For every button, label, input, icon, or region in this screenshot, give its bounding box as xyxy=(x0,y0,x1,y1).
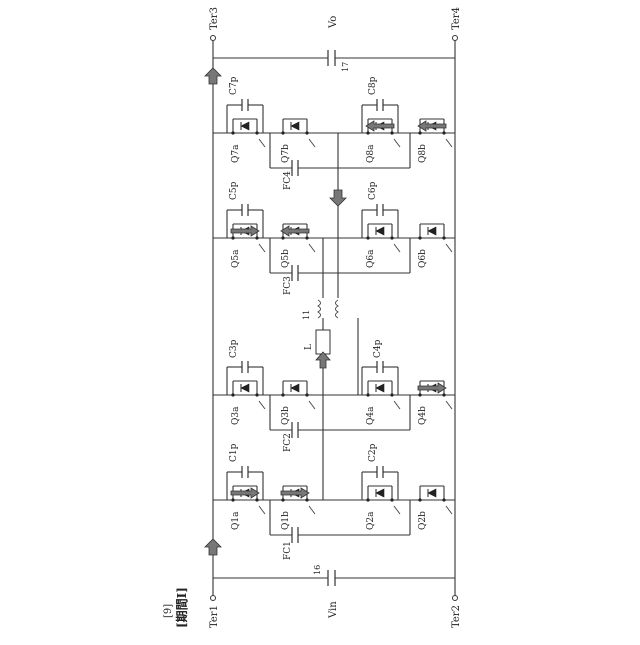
switch-q6a xyxy=(362,204,400,252)
switch-label-q3a: Q3a xyxy=(231,406,241,425)
left-bridge-wiring xyxy=(213,318,455,543)
switch-label-q6b: Q6b xyxy=(418,249,428,268)
svg-text:11: 11 xyxy=(302,310,311,320)
switch-label-q8b: Q8b xyxy=(418,144,428,163)
terminal-ter3: Ter3 xyxy=(209,7,220,40)
svg-text:17: 17 xyxy=(341,62,350,72)
switch-q2a xyxy=(362,466,400,514)
rail-current-arrow-out xyxy=(205,68,221,84)
switch-q5a xyxy=(227,204,265,252)
cap-label-c5p: C5p xyxy=(229,181,239,200)
input-capacitor-16: 16 xyxy=(213,565,455,586)
switch-label-q3b: Q3b xyxy=(281,406,291,425)
period-label: [期間I] xyxy=(174,587,189,628)
switch-label-q5a: Q5a xyxy=(231,249,241,268)
svg-text:Ter4: Ter4 xyxy=(451,7,462,30)
switch-label-q1b: Q1b xyxy=(281,511,291,530)
switch-q3a xyxy=(227,361,265,409)
flying-cap-label-fc1: FC1 xyxy=(283,541,293,560)
output-capacitor-17: 17 xyxy=(213,50,455,72)
switch-label-q4a: Q4a xyxy=(366,406,376,425)
figure-number: [9] xyxy=(163,604,174,618)
svg-text:Ter2: Ter2 xyxy=(451,605,462,628)
flying-cap-label-fc3: FC3 xyxy=(283,276,293,295)
switch-label-q6a: Q6a xyxy=(366,249,376,268)
svg-text:16: 16 xyxy=(313,565,322,575)
center-current-arrow xyxy=(330,190,346,206)
switch-label-q4b: Q4b xyxy=(418,406,428,425)
switch-label-q7a: Q7a xyxy=(231,144,241,163)
cap-label-c4p: C4p xyxy=(373,339,383,358)
switch-label-q2a: Q2a xyxy=(366,511,376,530)
switch-q1a xyxy=(227,466,265,514)
transformer-11: 11 xyxy=(302,300,338,320)
terminal-ter2: Ter2 xyxy=(451,596,462,629)
flying-cap-label-fc4: FC4 xyxy=(283,171,293,190)
rail-current-arrow-in xyxy=(205,539,221,555)
inductor-label: L xyxy=(304,344,314,350)
switch-label-q5b: Q5b xyxy=(281,249,291,268)
switch-label-q7b: Q7b xyxy=(281,144,291,163)
switch-label-q2b: Q2b xyxy=(418,511,428,530)
cap-label-c7p: C7p xyxy=(229,76,239,95)
vin-label: Vin xyxy=(328,601,339,619)
switch-label-q1a: Q1a xyxy=(231,511,241,530)
flying-cap-label-fc2: FC2 xyxy=(283,433,293,452)
cap-label-c3p: C3p xyxy=(229,339,239,358)
cap-label-c1p: C1p xyxy=(229,443,239,462)
switch-q8a xyxy=(362,99,400,147)
terminal-ter4: Ter4 xyxy=(451,7,462,40)
terminal-ter1: Ter1 xyxy=(209,596,220,629)
vo-label: Vo xyxy=(328,16,339,29)
switch-q7a xyxy=(227,99,265,147)
cap-label-c2p: C2p xyxy=(368,443,378,462)
switch-label-q8a: Q8a xyxy=(366,144,376,163)
cap-label-c6p: C6p xyxy=(368,181,378,200)
cap-label-c8p: C8p xyxy=(368,76,378,95)
svg-text:Ter1: Ter1 xyxy=(209,605,220,628)
switch-q4a xyxy=(362,361,400,409)
svg-text:Ter3: Ter3 xyxy=(209,7,220,30)
